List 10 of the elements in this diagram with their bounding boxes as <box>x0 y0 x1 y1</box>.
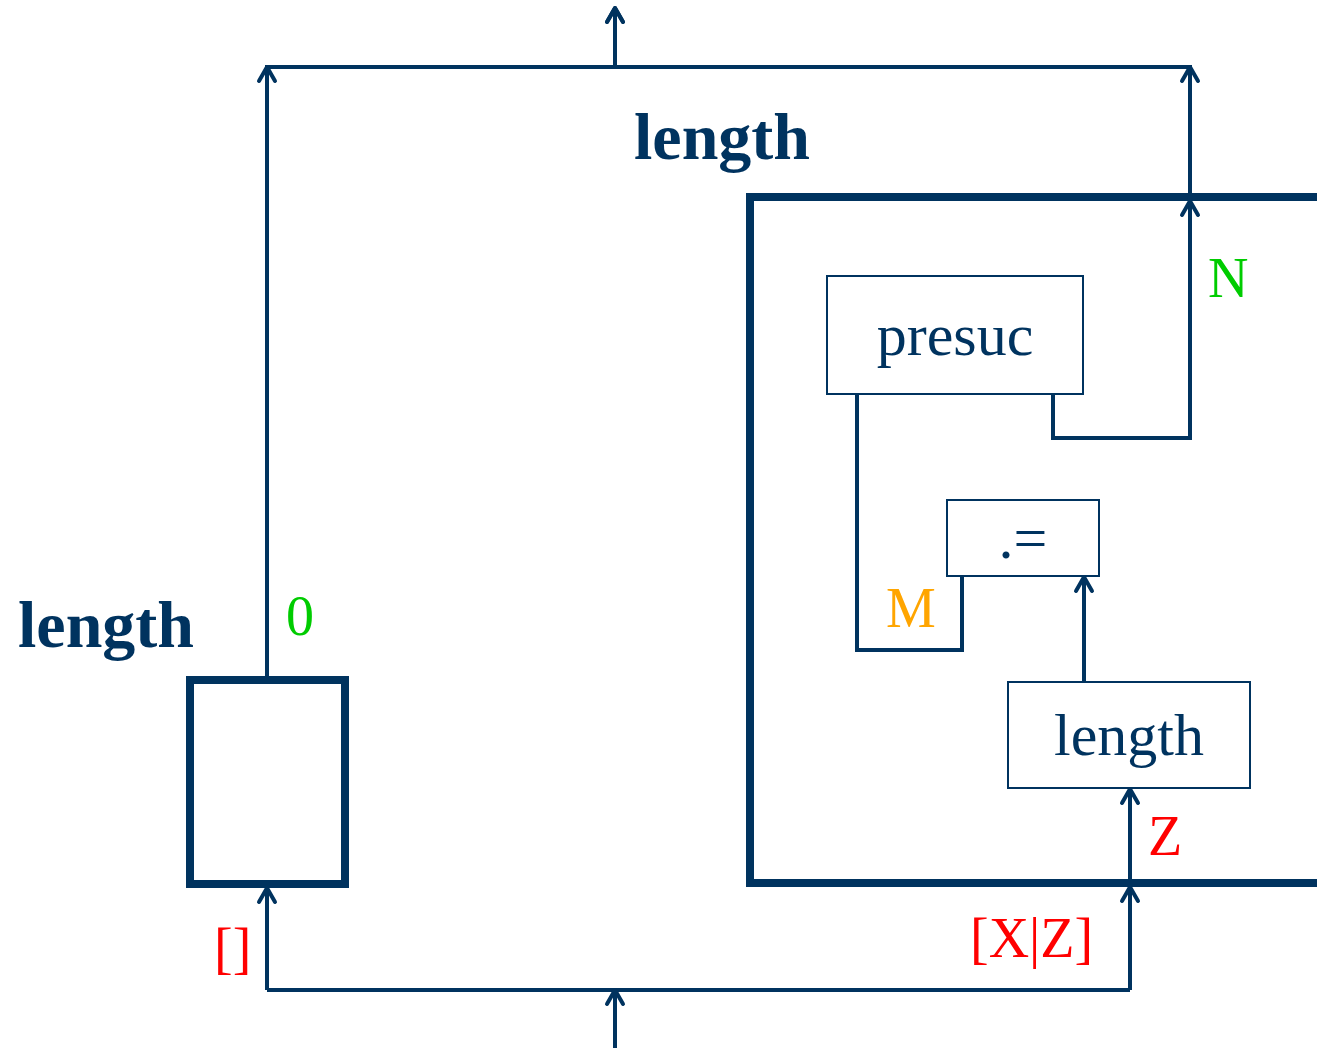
connector-line <box>855 395 964 652</box>
arrow <box>1074 575 1094 681</box>
process-box <box>826 275 1084 395</box>
arrow <box>1051 199 1200 440</box>
arrow <box>257 886 277 990</box>
process-box <box>946 499 1100 577</box>
arrow <box>265 988 1132 1048</box>
arrow <box>1120 885 1140 990</box>
process-box <box>1007 681 1251 789</box>
node-label: .= <box>998 508 1048 568</box>
